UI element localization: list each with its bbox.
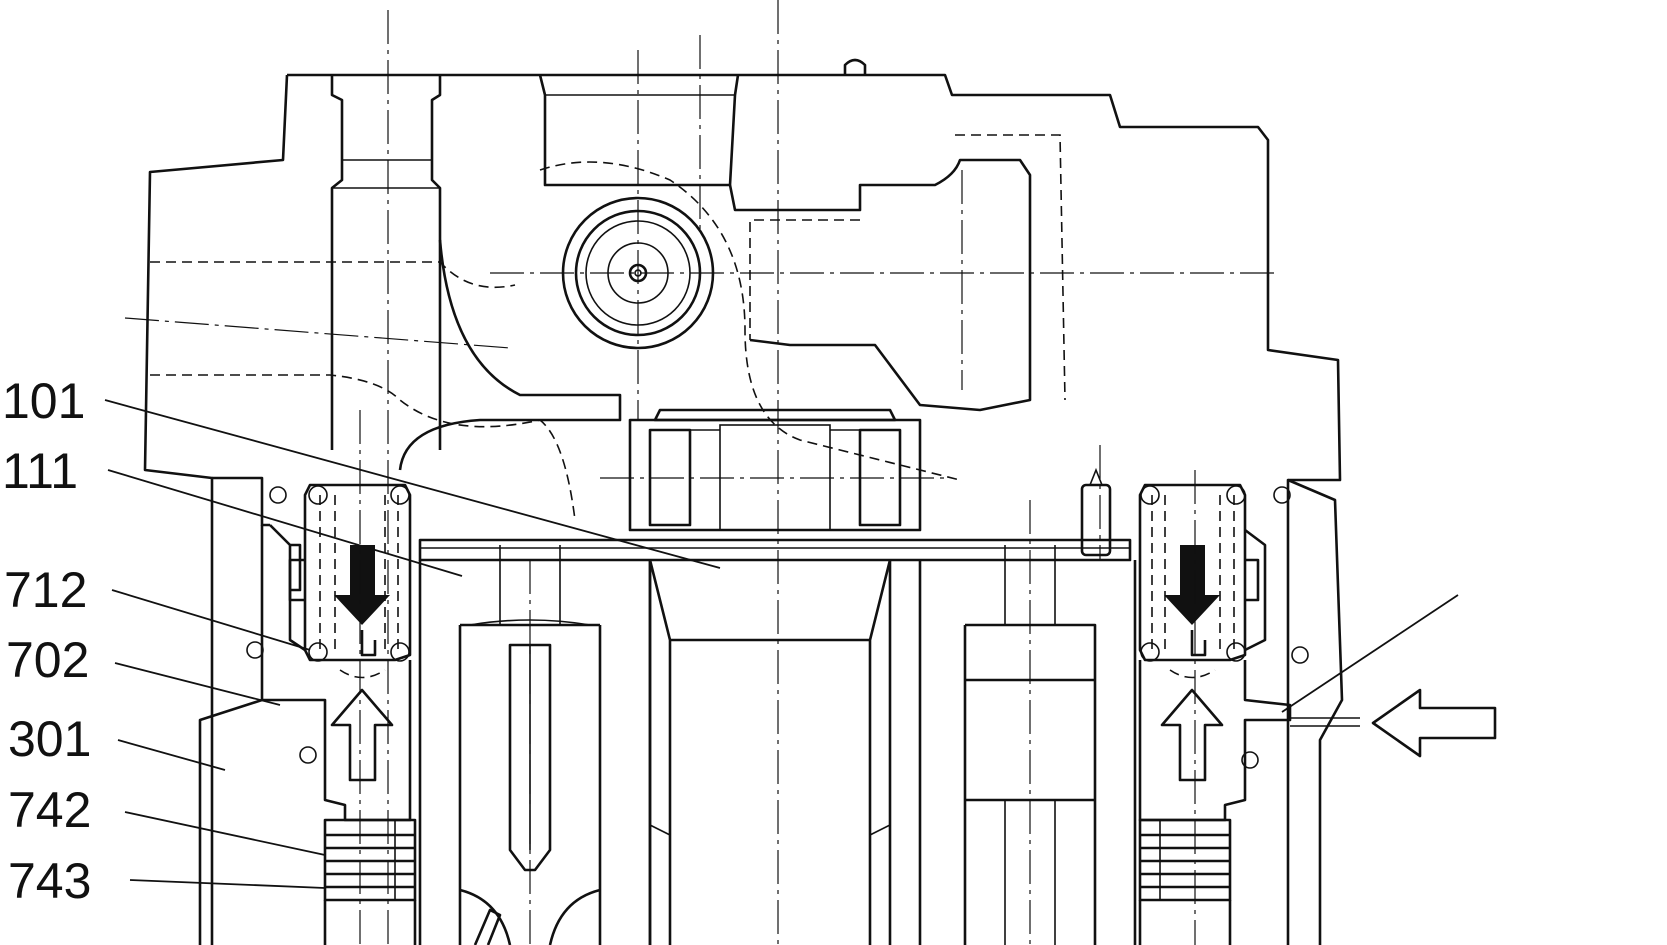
housing-left-wall bbox=[212, 476, 270, 527]
friction-plates-right bbox=[1138, 818, 1232, 902]
label-702: 702 bbox=[6, 632, 89, 688]
housing-right-lower bbox=[1287, 478, 1344, 945]
housing-outline bbox=[143, 73, 1342, 945]
leader-743 bbox=[129, 879, 326, 889]
leader-301 bbox=[117, 739, 226, 771]
pressure-arrow-up-right bbox=[1160, 688, 1224, 782]
housing-left-lower bbox=[198, 525, 264, 945]
label-712: 712 bbox=[4, 562, 87, 618]
top-port-left bbox=[330, 75, 442, 450]
piston-left bbox=[508, 643, 552, 872]
cylinder-right bbox=[918, 560, 1137, 945]
control-channel bbox=[398, 239, 622, 471]
pin-right bbox=[1080, 483, 1112, 557]
leader-101 bbox=[104, 399, 721, 569]
cylinder-left bbox=[418, 560, 652, 945]
drive-shaft bbox=[648, 559, 892, 945]
label-301: 301 bbox=[8, 711, 91, 767]
leader-712 bbox=[111, 589, 311, 651]
port-plate bbox=[418, 538, 1132, 562]
label-101: 101 bbox=[2, 373, 85, 429]
leader-742 bbox=[124, 811, 326, 856]
label-743: 743 bbox=[8, 853, 91, 909]
label-742: 742 bbox=[8, 782, 91, 838]
center-lines bbox=[124, 0, 1280, 945]
pressure-arrow-down-left bbox=[334, 545, 390, 625]
pressure-arrow-up-left bbox=[330, 688, 394, 782]
pressure-arrow-down-right bbox=[1164, 545, 1220, 625]
bearing-block bbox=[628, 418, 922, 532]
leader-702 bbox=[114, 662, 281, 706]
leader-right bbox=[1281, 594, 1459, 713]
inlet-pressure-arrow bbox=[1371, 688, 1497, 758]
label-111: 111 bbox=[2, 443, 78, 499]
leader-111 bbox=[107, 469, 463, 577]
piston-right bbox=[963, 623, 1097, 945]
top-port-center bbox=[538, 74, 740, 187]
friction-plates-left bbox=[323, 818, 417, 902]
